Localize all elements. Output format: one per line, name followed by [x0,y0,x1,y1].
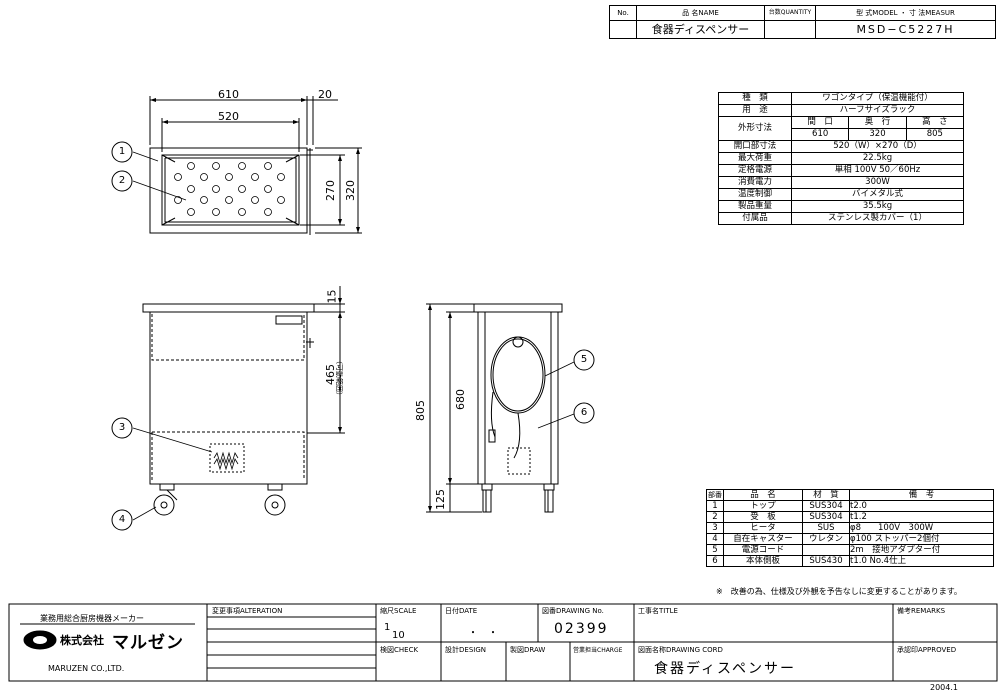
scale-label: 縮尺SCALE [380,607,417,615]
balloon-1: 1 [118,146,126,157]
drawing-cord-label: 図面名称DRAWING CORD [638,646,723,654]
remarks-label: 備考REMARKS [897,607,946,615]
draw-label: 製図DRAW [510,646,546,654]
scale-numerator: 1 [384,622,391,633]
company-name: 株式会社 [60,634,104,647]
design-label: 設計DESIGN [445,646,486,654]
company-english: MARUZEN CO.,LTD. [48,664,125,673]
drawing-title: 食器ディスペンサー [654,661,797,677]
dim-520: 520 [218,110,239,123]
company-tagline: 業務用総合厨房機器メーカー [40,614,144,623]
balloon-2: 2 [118,175,126,186]
check-label: 検図CHECK [380,646,419,654]
parts-note: ※ 改善の為、仕様及び外観を予告なしに変更することがあります。 [716,587,962,596]
scale-denominator: 10 [392,630,405,641]
footer-date: 2004.1 [930,683,958,692]
balloon-6: 6 [580,407,588,418]
header-table: No. 品 名NAME 台数QUANTITY 型 式MODEL ・ 寸 法MEA… [609,5,996,39]
header-name-value: 食器ディスペンサー [636,20,765,39]
balloon-3: 3 [118,422,126,433]
date-value: ・ ・ [468,628,498,639]
drawing-no-label: 図番DRAWING No. [542,607,604,615]
title-label: 工事名TITLE [638,607,678,615]
top-view [149,96,362,235]
side-view [426,303,563,513]
balloon-4: 4 [118,514,126,525]
alteration-label: 変更事項ALTERATION [212,607,283,615]
approved-label: 承認印APPROVED [897,646,957,654]
charge-label: 営業担当CHARGE [573,647,623,654]
drawing-number: 02399 [554,621,609,637]
company-logo: マルゼン [112,633,184,653]
dim-20: 20 [318,88,332,101]
balloon-5: 5 [580,354,588,365]
dim-610: 610 [218,88,239,101]
header-model-value: MSD−C5227H [815,20,996,39]
spec-value: ステンレス製カバー（1） [791,212,964,225]
date-label: 日付DATE [445,607,478,615]
spec-table: 種 類 ワゴンタイプ（保温機能付） 用 途 ハーフサイズラック 外形寸法 間 口… [718,92,965,225]
parts-cell: t1.0 No.4仕上 [849,555,994,567]
parts-cell: SUS430 [802,555,850,567]
front-view [142,286,345,516]
